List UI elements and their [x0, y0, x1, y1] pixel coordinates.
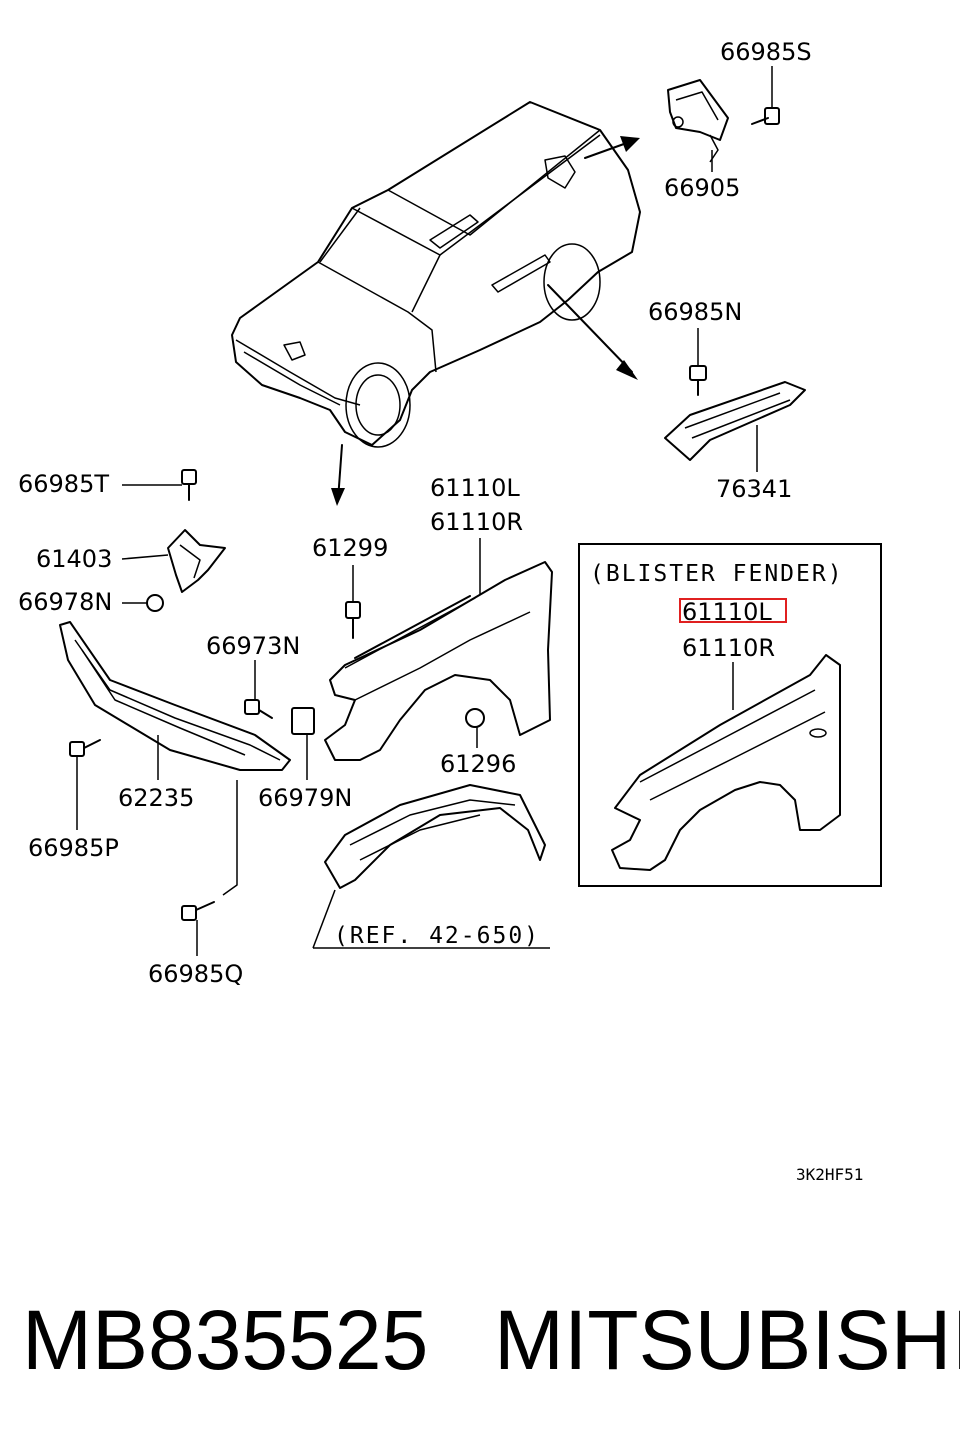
blister-fender-title: (BLISTER FENDER) [590, 561, 844, 587]
bolt-66985N [689, 365, 707, 396]
label-61110R-blister: 61110R [682, 634, 775, 662]
bracket-66905 [667, 79, 729, 163]
label-66985S: 66985S [720, 38, 812, 66]
label-76341: 76341 [716, 475, 792, 503]
label-66985T: 66985T [18, 470, 109, 498]
grille-62235 [59, 621, 291, 771]
label-66979N: 66979N [258, 784, 352, 812]
blister-fender-box [578, 543, 882, 887]
pointer-arrows [331, 136, 640, 506]
bolt-66985Q [181, 901, 215, 921]
part-number: MB835525 [22, 1293, 429, 1387]
label-66973N: 66973N [206, 632, 300, 660]
label-61110R: 61110R [430, 508, 523, 536]
label-66905: 66905 [664, 174, 740, 202]
diagram-code: 3K2HF51 [796, 1165, 863, 1184]
vehicle-illustration [231, 101, 641, 448]
bracket-61403 [167, 529, 226, 593]
reference-label: (REF. 42-650) [334, 923, 540, 949]
bolt-66973N [244, 699, 273, 719]
label-62235: 62235 [118, 784, 194, 812]
bracket-76341 [664, 381, 806, 461]
label-61299: 61299 [312, 534, 388, 562]
label-61296: 61296 [440, 750, 516, 778]
wheel-liner [324, 784, 546, 889]
bolt-66985S [751, 107, 780, 125]
bolt-66985P [69, 739, 101, 757]
label-61110L: 61110L [430, 474, 520, 502]
clip-66979N [291, 707, 315, 735]
label-66985N: 66985N [648, 298, 742, 326]
bolt-61299 [345, 601, 361, 639]
leader-lines [76, 66, 773, 956]
bolt-66985T [181, 469, 197, 501]
label-66985Q: 66985Q [148, 960, 243, 988]
label-61110L-blister: 61110L [682, 598, 772, 626]
label-66978N: 66978N [18, 588, 112, 616]
label-61403: 61403 [36, 545, 112, 573]
brand-name: MITSUBISHI [494, 1293, 960, 1387]
label-66985P: 66985P [28, 834, 119, 862]
nut-66978N [146, 594, 164, 612]
nut-61296 [465, 708, 485, 728]
highlight-box [679, 598, 787, 623]
fender-61110 [324, 561, 553, 761]
